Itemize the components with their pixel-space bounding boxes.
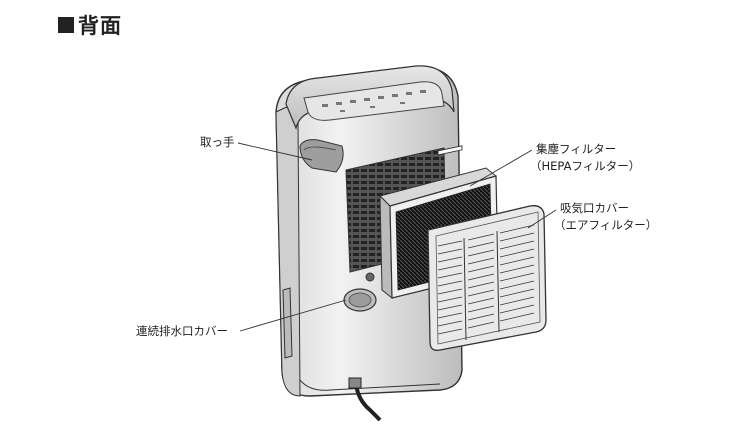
intake-cover-slats <box>437 224 535 341</box>
label-handle: 取っ手 <box>200 135 235 149</box>
control-buttons <box>322 90 426 112</box>
filter-knob <box>365 272 375 282</box>
label-dust-filter-sub: （HEPAフィルター） <box>530 159 641 173</box>
section-heading-text: 背面 <box>78 14 122 38</box>
black-square-icon <box>58 17 74 33</box>
section-heading: 背面 <box>58 10 122 40</box>
label-intake-cover: 吸気口カバー <box>560 201 629 215</box>
label-drain-cover: 連続排水口カバー <box>136 324 228 338</box>
intake-cover <box>427 145 547 351</box>
label-dust-filter: 集塵フィルター <box>536 142 617 156</box>
label-intake-cover-sub: （エアフィルター） <box>554 218 658 232</box>
leader-lines <box>237 142 557 332</box>
